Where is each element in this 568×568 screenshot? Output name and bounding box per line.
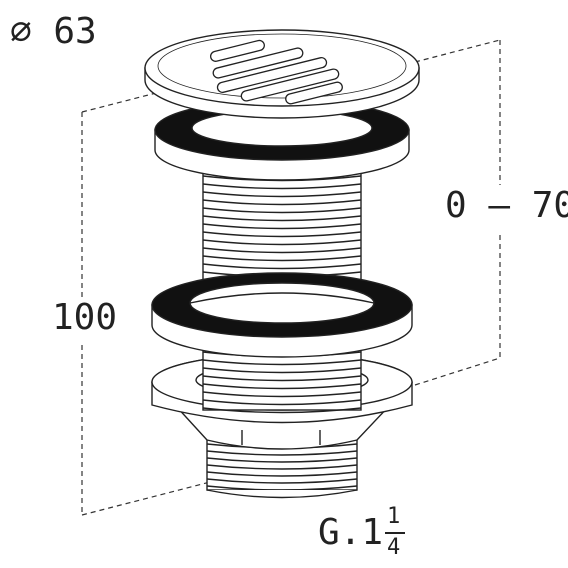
thread-ring xyxy=(202,207,362,214)
thread-ring xyxy=(202,231,362,238)
diameter-symbol: ∅ xyxy=(10,11,32,52)
fraction-bar xyxy=(385,532,406,534)
lower-gasket xyxy=(151,272,413,358)
thread-prefix: G.1 xyxy=(318,512,384,553)
thread-ring xyxy=(202,215,362,222)
thread-ring xyxy=(202,263,362,270)
diameter-value: 63 xyxy=(53,11,97,52)
adjust-range-label: 0 – 70 xyxy=(445,185,568,226)
thread-ring xyxy=(202,223,362,230)
thread-ring xyxy=(206,485,358,491)
thread-ring xyxy=(202,191,362,198)
thread-ring xyxy=(202,255,362,262)
height-label: 100 xyxy=(52,297,118,338)
thread-ring xyxy=(202,239,362,246)
thread-ring xyxy=(202,375,362,382)
thread-ring xyxy=(206,450,358,456)
thread-ring xyxy=(202,399,362,406)
thread-ring xyxy=(206,464,358,470)
thread-ring xyxy=(202,183,362,190)
thread-ring xyxy=(202,247,362,254)
thread-ring xyxy=(202,199,362,206)
top-cap-grate xyxy=(144,29,420,119)
thread-ring xyxy=(202,383,362,390)
thread-ring xyxy=(206,478,358,484)
thread-ring xyxy=(206,471,358,477)
diameter-label: ∅ 63 xyxy=(10,14,97,50)
tail-thread xyxy=(206,437,358,499)
upper-gasket xyxy=(154,99,410,181)
thread-ring xyxy=(202,367,362,374)
thread-ring xyxy=(202,407,362,414)
thread-ring xyxy=(202,359,362,366)
thread-numerator: 1 xyxy=(387,504,401,529)
thread-denominator: 4 xyxy=(387,535,401,560)
thread-ring xyxy=(202,391,362,398)
dimension-lines xyxy=(81,39,501,516)
thread-ring xyxy=(206,457,358,463)
